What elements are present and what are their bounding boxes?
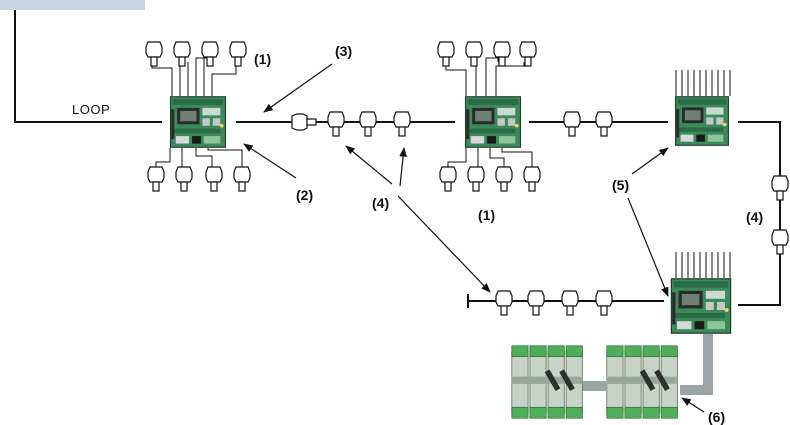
controller-board-icon [676, 97, 729, 146]
label-2: (2) [296, 187, 313, 203]
label-1: (1) [254, 51, 271, 67]
detector-icon [596, 112, 612, 136]
detector-icon [562, 291, 578, 315]
detector-icon [360, 112, 376, 136]
detector-icon [438, 42, 454, 66]
detector-icon [468, 167, 484, 191]
branch-wires [152, 50, 236, 96]
label-3: (3) [335, 43, 352, 59]
branch-wires [156, 148, 242, 168]
detector-icon [440, 167, 456, 191]
label-6: (6) [708, 409, 725, 425]
detector-icon [496, 291, 512, 315]
controller-board-icon [671, 279, 730, 333]
controller-board-icon [171, 97, 226, 148]
detector-icon [292, 114, 316, 130]
detector-icon [466, 42, 482, 66]
detector-icon [206, 167, 222, 191]
io-module-icon [512, 346, 583, 418]
detector-icon [234, 167, 250, 191]
loop-label: LOOP [72, 102, 110, 117]
detector-icon [528, 291, 544, 315]
loop-line [15, 10, 780, 308]
branch-wires [446, 58, 524, 96]
wire-fan [676, 70, 730, 96]
detector-icon [772, 230, 788, 254]
bus-cable [680, 334, 708, 390]
detector-icon [772, 176, 788, 200]
detector-icon [596, 291, 612, 315]
label-4: (4) [746, 209, 763, 225]
io-module-icon [607, 346, 678, 418]
detector-icon [494, 42, 510, 66]
detector-icon [496, 167, 512, 191]
wire-fan [676, 252, 730, 278]
detector-icon [564, 112, 580, 136]
detector-icon [394, 112, 410, 136]
detector-icon [146, 42, 162, 66]
detector-icon [524, 167, 540, 191]
label-5: (5) [612, 177, 629, 193]
detector-icon [328, 112, 344, 136]
label-1: (1) [478, 207, 495, 223]
detector-icon [520, 42, 536, 66]
branch-wires [448, 148, 532, 168]
detector-icon [176, 167, 192, 191]
label-4: (4) [372, 195, 389, 211]
controller-board-icon [466, 97, 521, 148]
detector-icon [148, 167, 164, 191]
detector-icon [230, 42, 246, 66]
header-banner-fragment [0, 0, 145, 10]
